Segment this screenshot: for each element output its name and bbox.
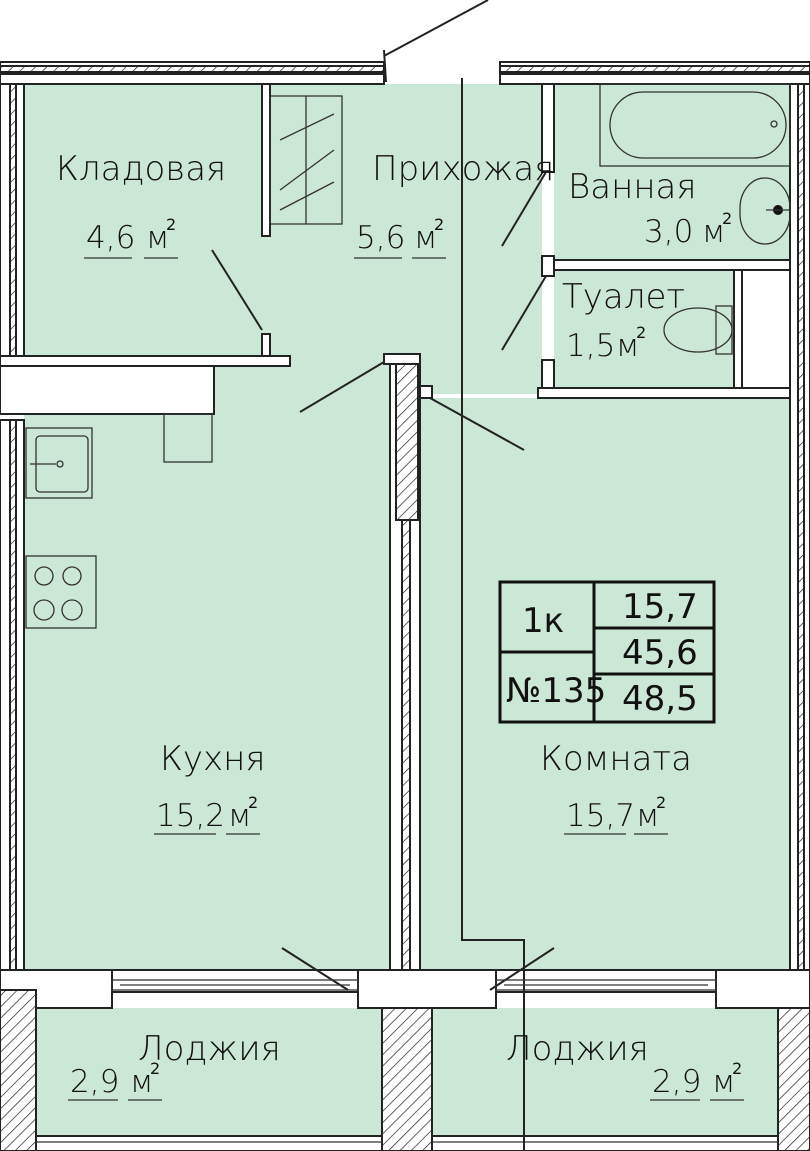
toilet-label: Туалет (562, 277, 685, 317)
summary-living-area: 15,7 (622, 587, 698, 627)
room-label: Комната (540, 739, 692, 779)
floor-fills (24, 84, 790, 1136)
toilet-unit: м (616, 328, 639, 364)
door-swings (211, 0, 555, 991)
bathroom-fixtures (599, 83, 791, 355)
utility-line (461, 78, 525, 1151)
loggia-right-sup: 2 (732, 1059, 742, 1078)
room-sup: 2 (656, 793, 666, 812)
hall-unit: м (414, 220, 437, 256)
bathtub-icon (599, 83, 791, 167)
hall-area: 5,6 (356, 220, 405, 256)
walls (0, 61, 810, 1151)
washbasin-icon (739, 177, 791, 245)
kitchen-fixtures (25, 413, 213, 629)
toilet-floor (554, 270, 734, 388)
kitchen-label: Кухня (160, 739, 266, 779)
sink-icon (25, 427, 93, 499)
loggia-left-sup: 2 (150, 1059, 160, 1078)
loggia-right-label: Лоджия (506, 1029, 649, 1069)
loggia-right-floor (432, 1008, 778, 1136)
room-labels: Кладовая 4,6 м 2 Прихожая 5,6 м 2 Ванная… (56, 149, 744, 1101)
stove-icon (25, 555, 97, 629)
bath-label: Ванная (568, 167, 697, 207)
kitchen-sup: 2 (248, 793, 258, 812)
toilet-area: 1,5 (566, 328, 615, 364)
summary-table: 1к №135 15,7 45,6 48,5 (498, 580, 716, 724)
storage-unit: м (146, 220, 169, 256)
summary-total-area: 45,6 (622, 633, 698, 673)
loggia-right-area: 2,9 (652, 1064, 701, 1100)
room-floor (420, 398, 790, 970)
storage-sup: 2 (166, 215, 176, 234)
wardrobe-icon (269, 95, 343, 225)
bath-unit: м (702, 214, 725, 250)
loggia-left-unit: м (130, 1064, 153, 1100)
hall-sup: 2 (434, 215, 444, 234)
storage-area: 4,6 (86, 220, 135, 256)
storage-label: Кладовая (56, 149, 226, 189)
loggia-left-area: 2,9 (70, 1064, 119, 1100)
bath-floor (554, 84, 790, 260)
kitchen-area: 15,2 (156, 798, 225, 834)
hall-floor (266, 84, 542, 394)
summary-rooms: 1к (522, 601, 564, 641)
storage-floor (24, 84, 266, 356)
loggia-right-unit: м (712, 1064, 735, 1100)
kitchen-floor (24, 366, 390, 970)
room-unit: м (636, 798, 659, 834)
bath-area: 3,0 (644, 214, 693, 250)
loggia-left-floor (36, 1008, 382, 1136)
bath-sup: 2 (722, 209, 732, 228)
kitchen-unit: м (228, 798, 251, 834)
toilet-sup: 2 (636, 323, 646, 342)
room-area: 15,7 (566, 798, 635, 834)
hall-label: Прихожая (372, 149, 554, 189)
summary-total-with-loggia: 48,5 (622, 679, 698, 719)
loggia-left-label: Лоджия (138, 1029, 281, 1069)
summary-number: №135 (506, 671, 606, 711)
windows (111, 979, 717, 991)
